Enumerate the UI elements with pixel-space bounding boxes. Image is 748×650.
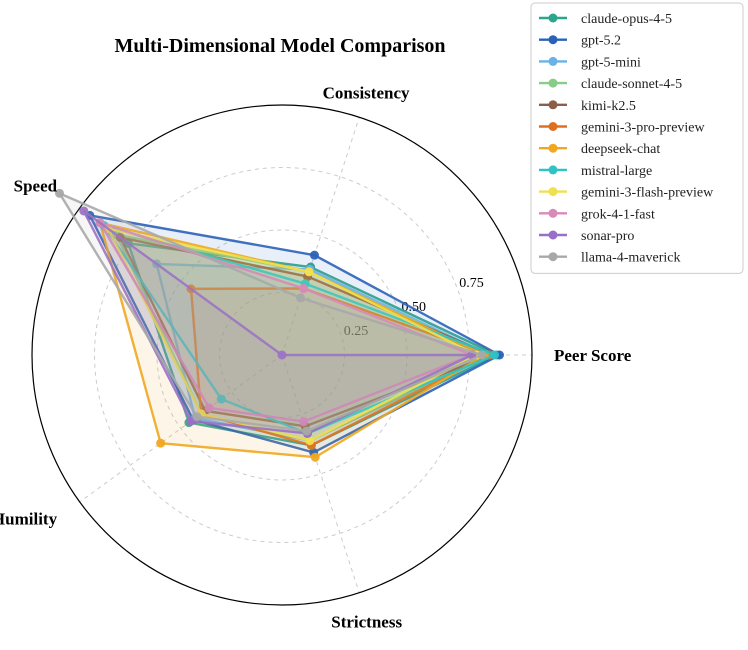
data-point	[204, 403, 214, 413]
axis-label: Strictness	[331, 613, 402, 632]
legend-swatch-marker	[548, 100, 558, 110]
legend: claude-opus-4-5 gpt-5.2 gpt-5-mini claude-s…	[530, 2, 744, 274]
series-sonar-pro	[79, 206, 477, 438]
legend-swatch-marker	[548, 35, 558, 45]
legend-item: llama-4-maverick	[539, 251, 681, 266]
data-point	[299, 283, 309, 293]
axis-label: Speed	[14, 177, 58, 196]
axis-label: Peer Score	[554, 346, 632, 365]
outer-ring	[31, 104, 533, 606]
legend-item: kimi-k2.5	[539, 99, 636, 114]
data-point	[55, 188, 65, 198]
axis-label: Consistency	[323, 83, 410, 102]
chart-title: Multi-Dimensional Model Comparison	[114, 35, 445, 57]
legend-swatch-marker	[548, 208, 558, 218]
data-point	[296, 293, 306, 303]
legend-label: gpt-5-mini	[581, 55, 641, 70]
legend-item: claude-sonnet-4-5	[539, 77, 682, 92]
series-polygon	[82, 209, 474, 435]
legend-label: mistral-large	[581, 164, 652, 179]
legend-box	[530, 2, 744, 274]
data-point	[299, 417, 309, 427]
legend-item: gpt-5-mini	[539, 55, 641, 70]
data-point	[490, 350, 499, 360]
grid-spoke-4	[281, 354, 360, 593]
radial-tick-label: 0.25	[344, 324, 369, 339]
legend-swatch-marker	[548, 122, 558, 131]
data-point	[309, 250, 319, 260]
axis-label: Humility	[0, 509, 58, 528]
data-point	[310, 452, 320, 462]
legend-label: deepseek-chat	[581, 142, 660, 157]
data-point	[216, 394, 226, 404]
legend-swatch-marker	[548, 143, 558, 153]
data-point	[302, 426, 312, 436]
legend-label: kimi-k2.5	[581, 99, 636, 114]
series-llama-4-maverick	[55, 188, 487, 436]
legend-item: grok-4-1-fast	[539, 207, 655, 222]
legend-label: gpt-5.2	[581, 34, 621, 49]
data-point	[156, 438, 166, 448]
legend-swatch-marker	[548, 78, 558, 88]
data-point	[79, 206, 89, 216]
legend-swatch-marker	[548, 252, 558, 262]
legend-item: gemini-3-flash-preview	[539, 186, 714, 201]
legend-item: mistral-large	[539, 164, 652, 179]
legend-item: gpt-5.2	[539, 34, 621, 49]
series-polygon	[118, 236, 494, 428]
legend-item: deepseek-chat	[539, 142, 660, 157]
legend-swatch-marker	[548, 13, 558, 23]
series-polygon	[98, 221, 474, 423]
legend-swatch-marker	[548, 56, 558, 66]
legend-item: claude-opus-4-5	[539, 12, 672, 27]
legend-label: claude-sonnet-4-5	[581, 77, 682, 92]
axis-labels: Peer Score ConsistencySpeedHumilityStrict…	[0, 83, 632, 631]
radial-tick-label: 0.75	[459, 276, 484, 291]
data-point	[477, 350, 487, 360]
data-point	[304, 267, 314, 277]
legend-label: grok-4-1-fast	[581, 207, 655, 222]
legend-swatch-marker	[548, 165, 558, 175]
grid-spoke-1	[281, 117, 360, 356]
data-point	[305, 436, 315, 446]
legend-item: sonar-pro	[539, 229, 634, 244]
legend-item: gemini-3-pro-preview	[539, 121, 706, 136]
grid-spoke-3	[79, 354, 283, 503]
legend-label: claude-opus-4-5	[581, 12, 672, 27]
legend-swatch-marker	[548, 187, 558, 197]
legend-swatch-marker	[548, 230, 558, 240]
series-polygon	[106, 227, 479, 442]
legend-label: sonar-pro	[581, 229, 634, 244]
data-point	[192, 412, 202, 422]
series-polygon	[102, 224, 496, 435]
series-layer	[55, 188, 504, 462]
legend-label: gemini-3-pro-preview	[581, 121, 706, 136]
legend-label: gemini-3-flash-preview	[581, 186, 714, 201]
data-point	[277, 350, 287, 360]
legend-label: llama-4-maverick	[581, 251, 681, 266]
series-polygon	[58, 192, 484, 433]
